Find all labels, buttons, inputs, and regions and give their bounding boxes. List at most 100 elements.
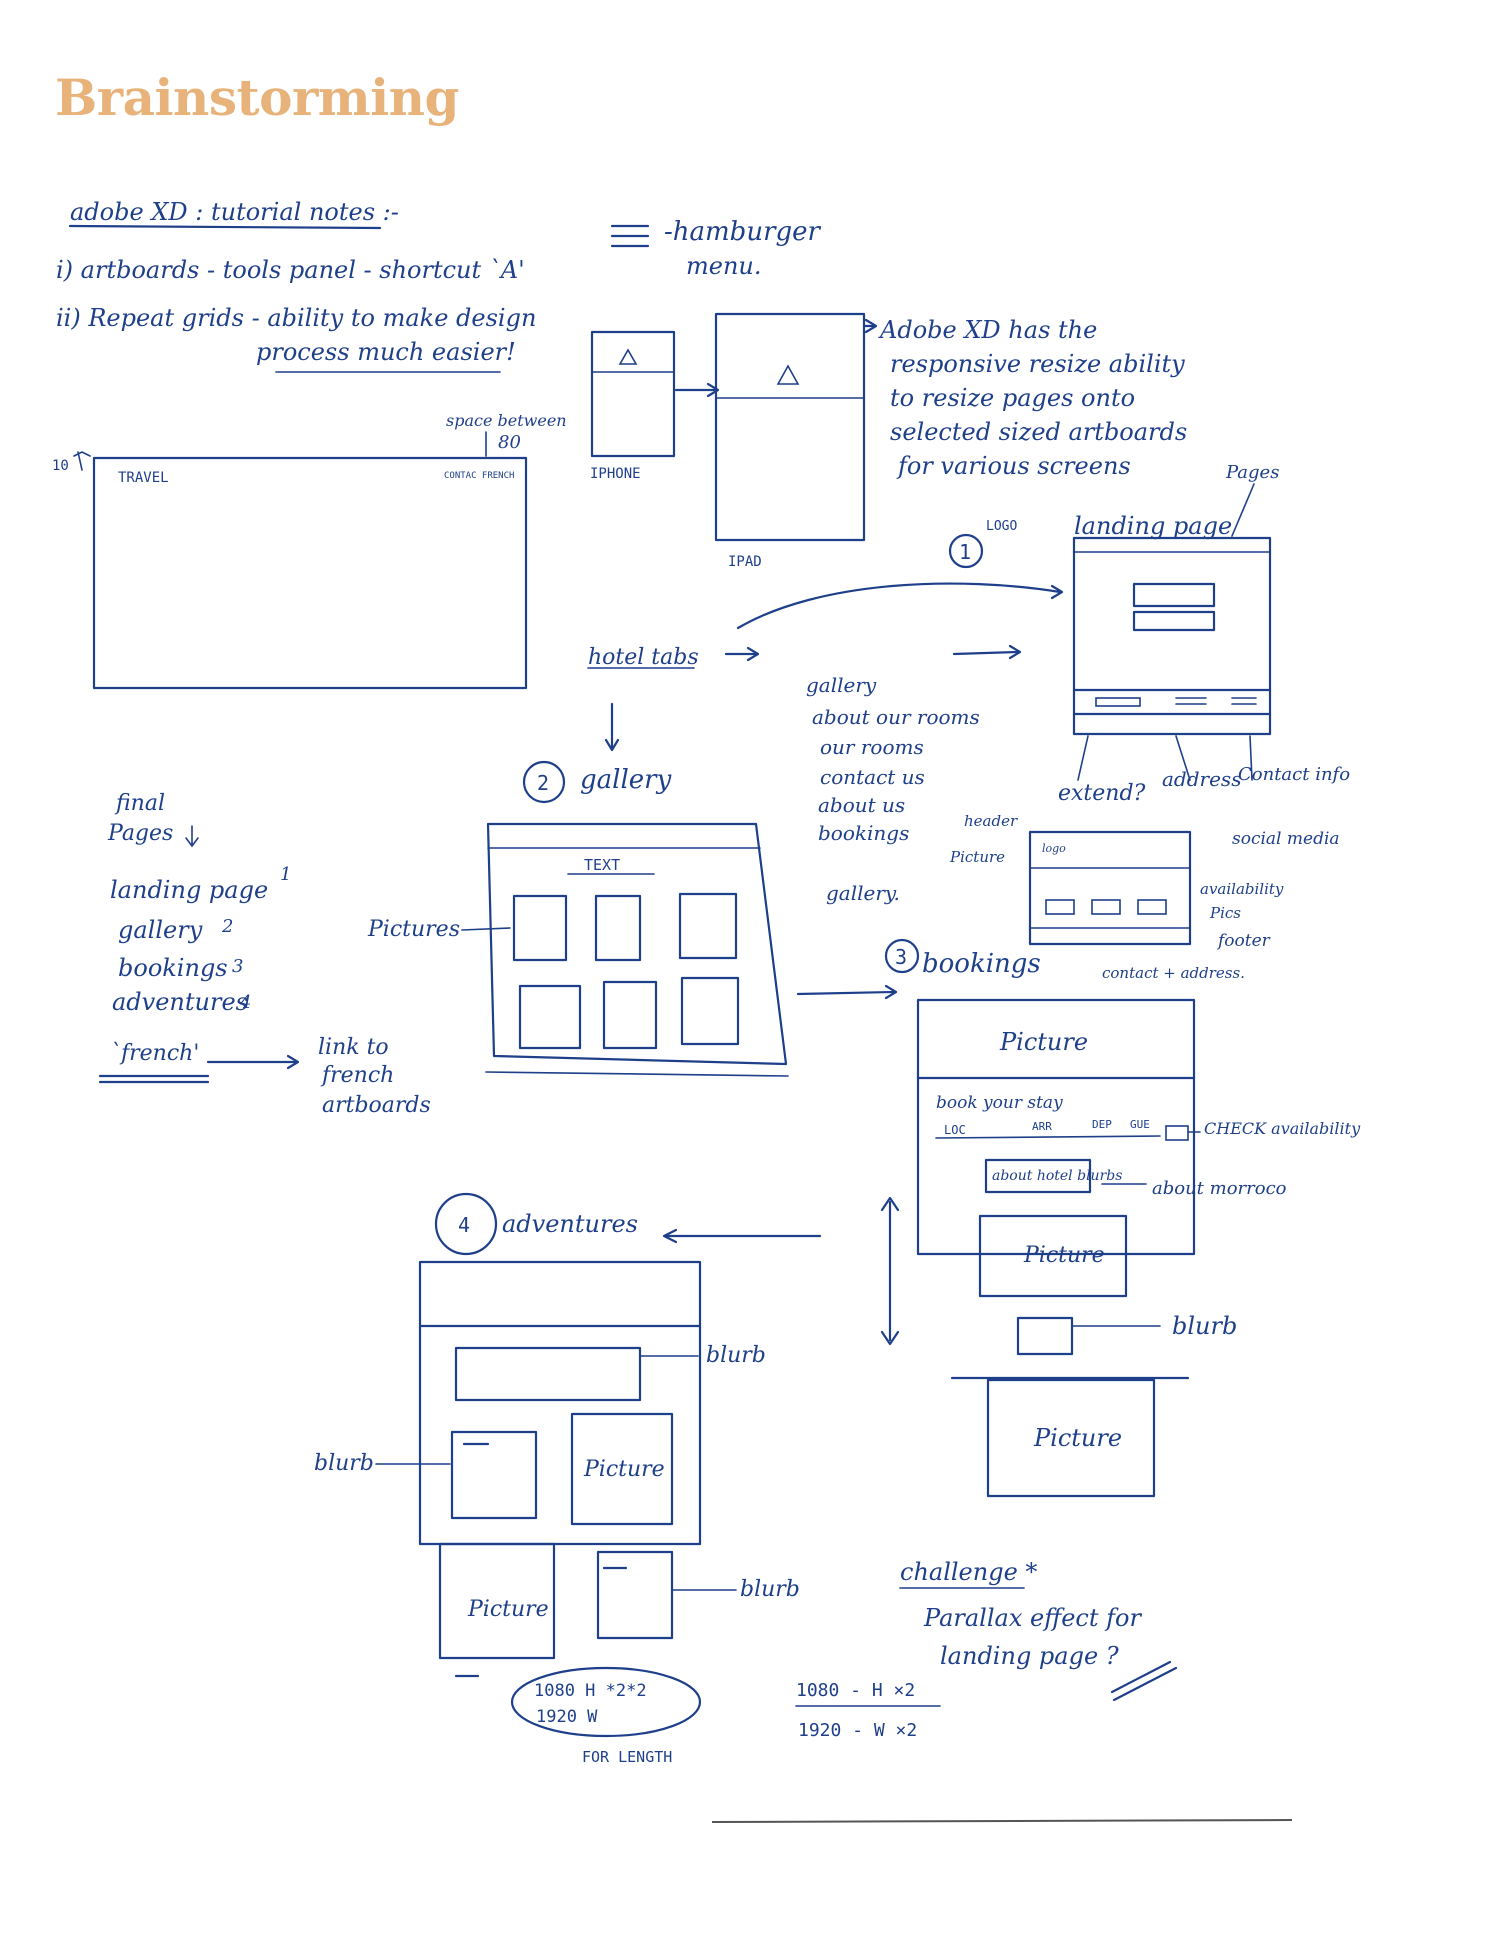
- hotel-tabs-label: hotel tabs: [588, 645, 699, 670]
- final-page-num: 2: [221, 916, 233, 937]
- bookings-loc: LOC: [944, 1123, 966, 1137]
- hotel-tab: gallery: [806, 673, 877, 697]
- gallery-pictures-label: Pictures: [367, 917, 460, 942]
- challenge-text-b: landing page ?: [940, 1642, 1119, 1670]
- arrow-to-bookings: [798, 992, 894, 994]
- challenge-math-a: 1080 - H ×2: [796, 1680, 915, 1701]
- landing-extend: extend?: [1058, 781, 1146, 806]
- final-pages-heading-b: Pages: [107, 821, 173, 846]
- bookings-about-hotel: about hotel blurbs: [992, 1168, 1122, 1184]
- adventures-size-b: 1920 W: [536, 1707, 598, 1727]
- landing-footer: footer: [1216, 931, 1271, 951]
- gallery-sketch: [488, 824, 786, 1064]
- adventures-blurb-box-2: [598, 1552, 672, 1638]
- margin-arrow-icon: [74, 452, 90, 470]
- challenge-label: challenge *: [900, 1558, 1037, 1586]
- ipad-sketch: [716, 314, 864, 540]
- hamburger-label-b: menu.: [686, 252, 762, 280]
- adventures-title: adventures: [502, 1210, 638, 1238]
- xd-note-e: for various screens: [896, 452, 1131, 480]
- hotel-tab: our rooms: [820, 735, 924, 759]
- adventures-for-length: FOR LENGTH: [582, 1748, 672, 1766]
- landing-contact: Contact info: [1238, 764, 1350, 785]
- landing-address: address: [1162, 767, 1241, 791]
- adventures-blurb-1: blurb: [706, 1343, 766, 1368]
- bookings-title: bookings: [922, 949, 1041, 979]
- landing-contact-address: contact + address.: [1102, 964, 1245, 982]
- landing-logo-small: logo: [1042, 842, 1066, 855]
- bookings-check: CHECK availability: [1204, 1119, 1361, 1138]
- hotel-tab: contact us: [820, 765, 925, 789]
- landing-pics: Pics: [1209, 904, 1241, 922]
- scan-edge: [712, 1820, 1292, 1822]
- landing-logo-label: LOGO: [986, 519, 1017, 534]
- iphone-sketch: [592, 332, 674, 456]
- xd-note-a: Adobe XD has the: [878, 316, 1097, 344]
- bookings-gue: GUE: [1130, 1118, 1150, 1131]
- notes-item-2b: process much easier!: [256, 338, 516, 366]
- space-between-value: 80: [498, 432, 521, 453]
- landing-title: landing page: [1074, 512, 1232, 540]
- hotel-tab: bookings: [818, 821, 909, 845]
- final-pages-arrow-icon: [186, 826, 198, 846]
- margin-label: 10: [52, 458, 69, 474]
- xd-note-c: to resize pages onto: [890, 384, 1135, 412]
- landing-pages-arrow: [1232, 484, 1254, 536]
- notes-item-1: i) artboards - tools panel - shortcut `A…: [56, 256, 525, 284]
- landing-pages-label: Pages: [1225, 462, 1279, 483]
- hotel-tab: about us: [818, 793, 905, 817]
- notes-item-2a: ii) Repeat grids - ability to make desig…: [56, 304, 536, 332]
- french-link-a: link to: [318, 1035, 389, 1060]
- gallery-number: 2: [537, 771, 549, 795]
- adventures-sketch: [420, 1262, 700, 1544]
- final-page-num: 3: [232, 956, 243, 977]
- notes-underline: [70, 226, 380, 228]
- challenge-text-a: Parallax effect for: [923, 1604, 1142, 1632]
- hotel-tab: about our rooms: [812, 705, 980, 729]
- desktop-nav-label: CONTAC FRENCH: [444, 471, 514, 481]
- landing-availability: availability: [1200, 880, 1284, 898]
- bookings-picture-2: Picture: [1023, 1243, 1105, 1268]
- hamburger-icon: [612, 226, 648, 246]
- check-button-sketch: [1166, 1126, 1188, 1140]
- final-page-item: landing page: [110, 876, 268, 904]
- final-page-item: gallery: [118, 916, 203, 944]
- landing-social: social media: [1232, 829, 1340, 849]
- hotel-tab: gallery.: [826, 881, 900, 905]
- bookings-dep: DEP: [1092, 1118, 1112, 1131]
- french-link-c: artboards: [322, 1093, 431, 1118]
- bookings-about-morocco: about morroco: [1152, 1178, 1287, 1199]
- arrow-to-landing: [738, 584, 1060, 628]
- iphone-image-icon: [620, 350, 636, 364]
- ipad-image-icon: [778, 366, 798, 384]
- gallery-text-label: TEXT: [584, 856, 620, 874]
- french-link-b: french: [320, 1063, 394, 1088]
- hamburger-label-a: -hamburger: [664, 217, 822, 247]
- ipad-label: IPAD: [728, 554, 762, 570]
- iphone-label: IPHONE: [590, 466, 641, 482]
- hotel-tabs-list: gallery about our rooms our rooms contac…: [806, 673, 980, 905]
- xd-note-b: responsive resize ability: [890, 350, 1185, 378]
- gallery-title: gallery: [580, 765, 672, 795]
- adventures-size-a: 1080 H *2*2: [534, 1681, 647, 1701]
- landing-number: 1: [959, 540, 971, 564]
- final-page-num: 1: [280, 864, 291, 885]
- final-page-item: adventures: [112, 988, 248, 1016]
- space-between-label: space between: [446, 411, 567, 430]
- desktop-artboard-sketch: [94, 458, 526, 688]
- bookings-blurb: blurb: [1172, 1312, 1237, 1340]
- final-pages-french: `french': [110, 1041, 199, 1066]
- bookings-book-label: book your stay: [936, 1093, 1063, 1113]
- challenge-math-b: 1920 - W ×2: [798, 1720, 917, 1741]
- final-page-num: 4: [239, 992, 251, 1013]
- final-pages-heading-a: final: [114, 791, 165, 816]
- final-page-item: bookings: [118, 954, 228, 982]
- landing-picture-label: Picture: [949, 848, 1005, 866]
- adventures-blurb-3: blurb: [740, 1577, 800, 1602]
- notes-heading: adobe XD : tutorial notes :-: [70, 198, 399, 226]
- bookings-picture-3: Picture: [1033, 1424, 1122, 1452]
- adventures-picture-1: Picture: [583, 1457, 665, 1482]
- adventures-blurb-2: blurb: [314, 1451, 374, 1476]
- adventures-number: 4: [458, 1213, 470, 1237]
